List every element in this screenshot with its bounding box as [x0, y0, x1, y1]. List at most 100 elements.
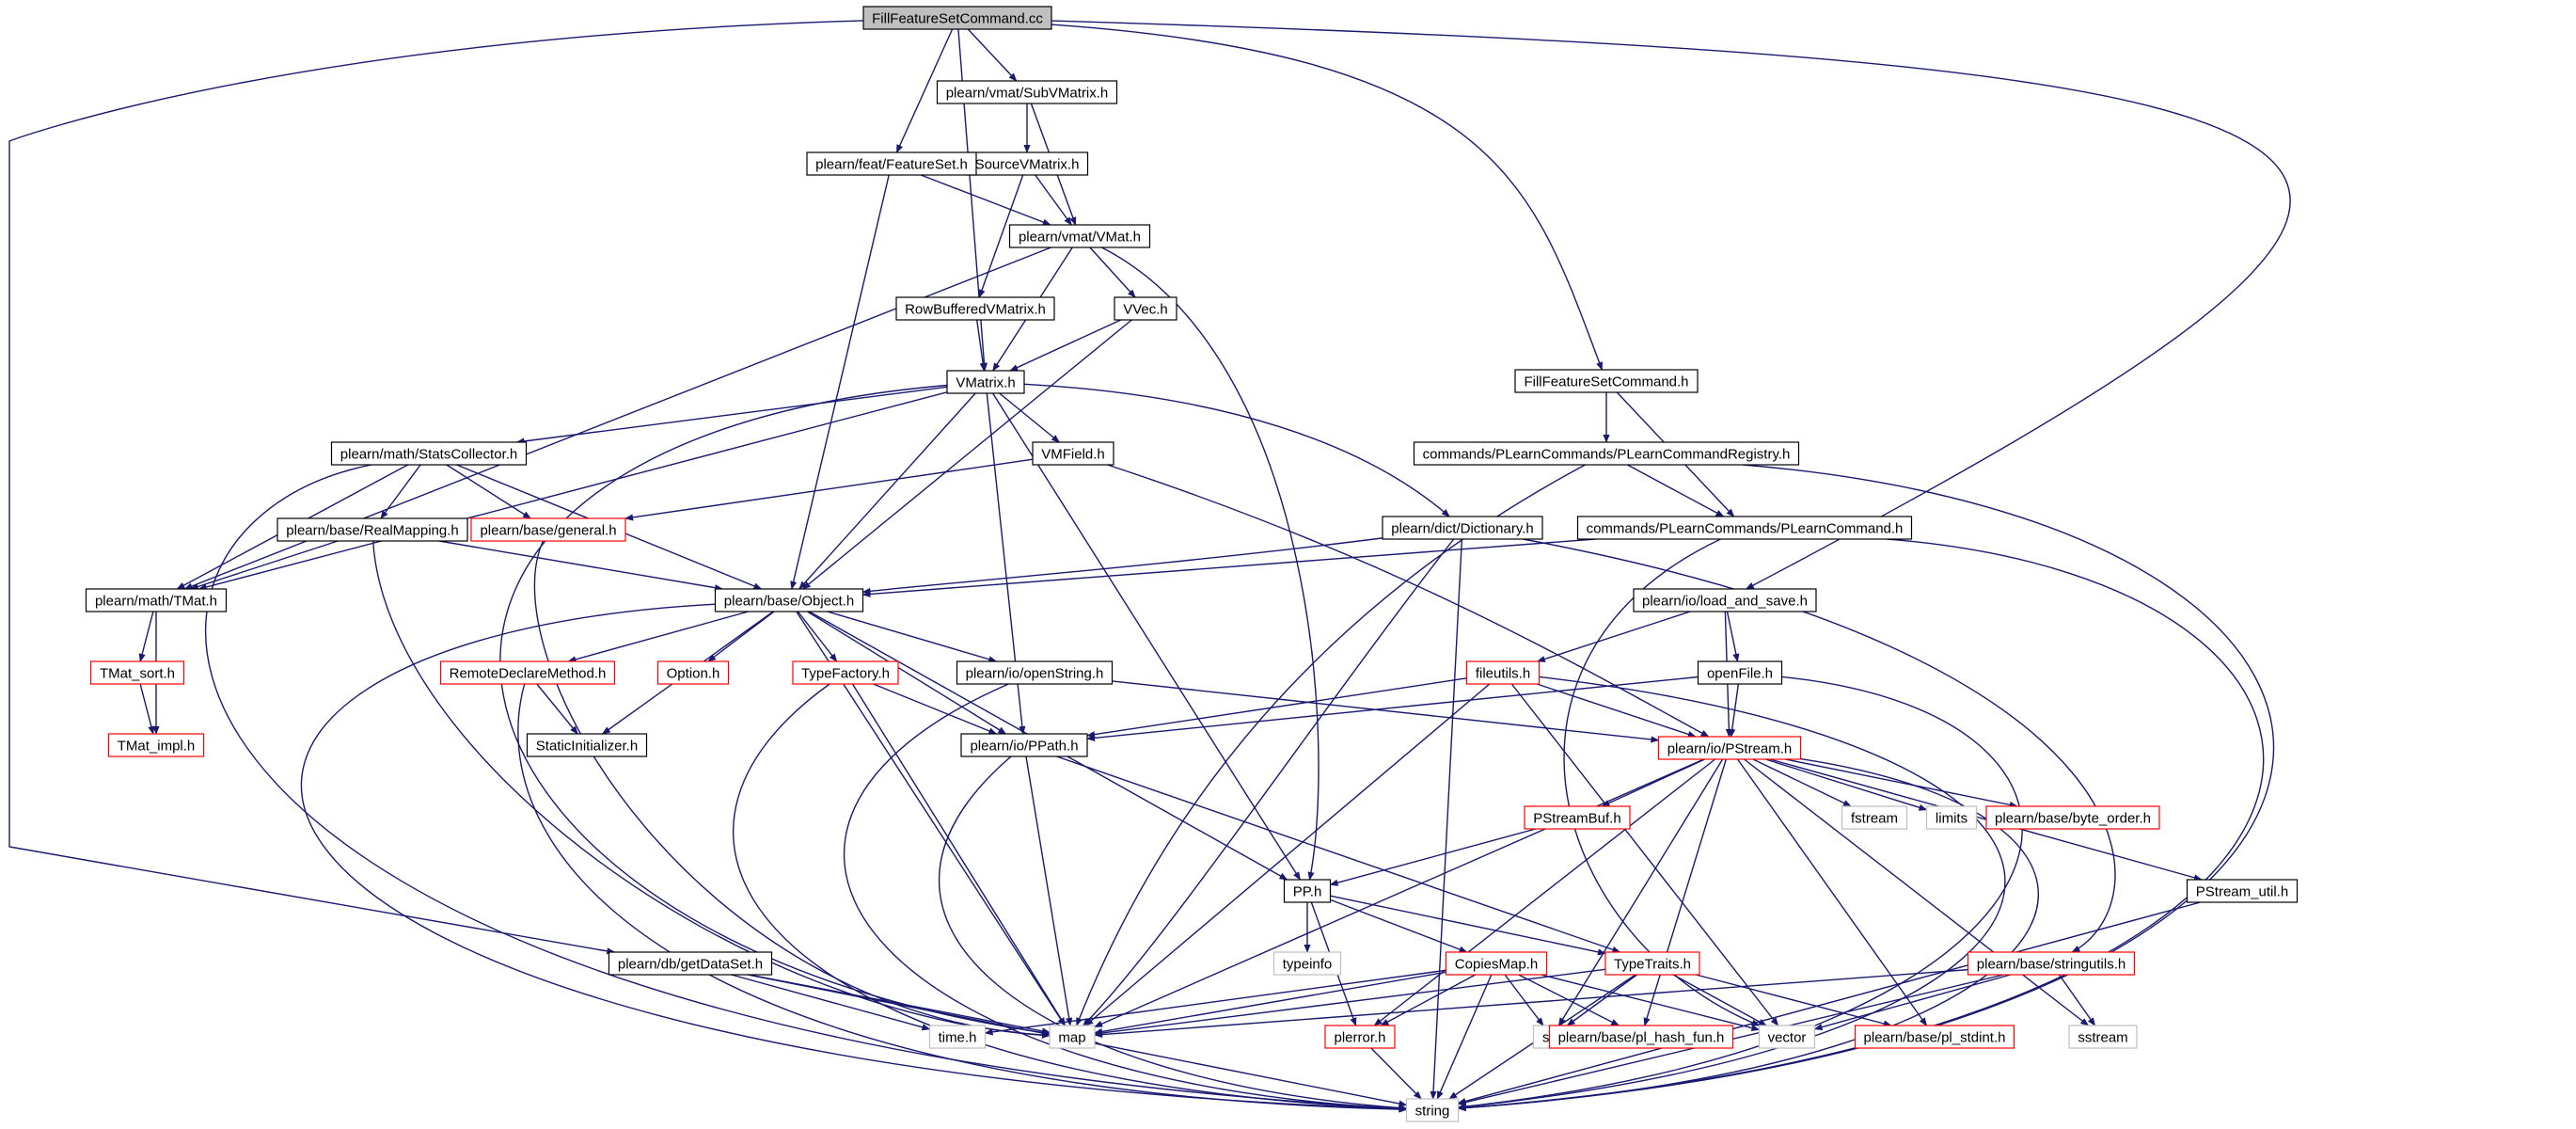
node-box-sourcevmatrix[interactable]	[965, 151, 1089, 176]
node-subvmatrix[interactable]: plearn/vmat/SubVMatrix.h	[936, 80, 1118, 104]
node-stringutils[interactable]: plearn/base/stringutils.h	[1967, 951, 2136, 976]
node-getdataset[interactable]: plearn/db/getDataSet.h	[608, 951, 773, 976]
node-box-general[interactable]	[470, 517, 626, 542]
node-box-vmat[interactable]	[1008, 224, 1151, 248]
node-box-dictionary[interactable]	[1382, 516, 1543, 540]
node-box-option[interactable]	[656, 660, 730, 685]
node-box-loadsave[interactable]	[1633, 588, 1817, 612]
node-rowbuffered[interactable]: RowBufferedVMatrix.h	[895, 296, 1055, 321]
node-vvec[interactable]: VVec.h	[1114, 296, 1177, 321]
node-box-pstreambuf[interactable]	[1524, 805, 1631, 830]
node-object[interactable]: plearn/base/Object.h	[714, 588, 864, 612]
node-box-registry[interactable]	[1413, 441, 1800, 466]
node-box-pstreamutil[interactable]	[2186, 879, 2299, 903]
node-box-openstring[interactable]	[956, 660, 1114, 685]
node-pstream[interactable]: plearn/io/PStream.h	[1657, 736, 1802, 760]
node-box-string[interactable]	[1405, 1098, 1460, 1122]
node-box-pstream[interactable]	[1657, 736, 1802, 760]
node-sstream[interactable]: sstream	[2068, 1025, 2138, 1049]
node-box-byteorder[interactable]	[1985, 805, 2160, 830]
node-fileutils[interactable]: fileutils.h	[1465, 660, 1541, 685]
node-box-tmatimpl[interactable]	[107, 733, 205, 757]
node-box-sstream[interactable]	[2068, 1025, 2138, 1049]
node-timeh[interactable]: time.h	[928, 1025, 987, 1049]
node-box-fstream[interactable]	[1841, 805, 1908, 830]
node-hashfun[interactable]: plearn/base/pl_hash_fun.h	[1548, 1025, 1734, 1049]
node-box-plearncommand[interactable]	[1576, 516, 1913, 540]
node-box-root[interactable]	[862, 6, 1052, 30]
node-featureset[interactable]: plearn/feat/FeatureSet.h	[806, 151, 977, 176]
node-box-object[interactable]	[714, 588, 864, 612]
node-vector[interactable]: vector	[1758, 1025, 1816, 1049]
node-box-vector[interactable]	[1758, 1025, 1816, 1049]
node-box-tmat[interactable]	[85, 588, 228, 612]
node-plearncommand[interactable]: commands/PLearnCommands/PLearnCommand.h	[1576, 516, 1913, 540]
node-box-limits[interactable]	[1925, 805, 1978, 830]
node-dictionary[interactable]: plearn/dict/Dictionary.h	[1382, 516, 1543, 540]
node-box-typeinfo[interactable]	[1272, 951, 1342, 976]
node-ppath[interactable]: plearn/io/PPath.h	[960, 733, 1088, 757]
node-label-openfile: openFile.h	[1707, 666, 1773, 682]
node-pstreambuf[interactable]: PStreamBuf.h	[1524, 805, 1631, 830]
node-realmapping[interactable]: plearn/base/RealMapping.h	[277, 517, 468, 542]
node-box-staticinit[interactable]	[526, 733, 648, 757]
node-box-copiesmap[interactable]	[1445, 951, 1548, 976]
node-loadsave[interactable]: plearn/io/load_and_save.h	[1633, 588, 1817, 612]
node-remotedeclare[interactable]: RemoteDeclareMethod.h	[439, 660, 616, 685]
node-stdint[interactable]: plearn/base/pl_stdint.h	[1854, 1025, 2015, 1049]
node-box-statscollector[interactable]	[330, 441, 528, 466]
node-box-stringutils[interactable]	[1967, 951, 2136, 976]
node-box-hashfun[interactable]	[1548, 1025, 1734, 1049]
node-box-fileutils[interactable]	[1465, 660, 1541, 685]
node-tmatimpl[interactable]: TMat_impl.h	[107, 733, 205, 757]
node-box-stdint[interactable]	[1854, 1025, 2015, 1049]
node-box-timeh[interactable]	[928, 1025, 987, 1049]
node-registry[interactable]: commands/PLearnCommands/PLearnCommandReg…	[1413, 441, 1800, 466]
node-typefactory[interactable]: TypeFactory.h	[792, 660, 899, 685]
node-vmatrix[interactable]: VMatrix.h	[946, 370, 1025, 394]
node-typeinfo[interactable]: typeinfo	[1272, 951, 1342, 976]
node-pstreamutil[interactable]: PStream_util.h	[2186, 879, 2299, 903]
node-box-vvec[interactable]	[1114, 296, 1177, 321]
node-box-fillfsh[interactable]	[1514, 369, 1699, 393]
node-box-featureset[interactable]	[806, 151, 977, 176]
node-pp[interactable]: PP.h	[1283, 879, 1332, 903]
node-vmat[interactable]: plearn/vmat/VMat.h	[1008, 224, 1151, 248]
node-box-typetraits[interactable]	[1604, 951, 1700, 976]
node-box-tmatsort[interactable]	[89, 660, 185, 685]
node-box-ppath[interactable]	[960, 733, 1088, 757]
node-plerror[interactable]: plerror.h	[1324, 1025, 1396, 1049]
node-string[interactable]: string	[1405, 1098, 1460, 1122]
node-fstream[interactable]: fstream	[1841, 805, 1908, 830]
node-label-fileutils: fileutils.h	[1476, 666, 1530, 682]
node-general[interactable]: plearn/base/general.h	[470, 517, 626, 542]
node-tmatsort[interactable]: TMat_sort.h	[89, 660, 185, 685]
node-map[interactable]: map	[1049, 1025, 1096, 1049]
node-box-rowbuffered[interactable]	[895, 296, 1055, 321]
node-box-realmapping[interactable]	[277, 517, 468, 542]
node-copiesmap[interactable]: CopiesMap.h	[1445, 951, 1548, 976]
node-box-remotedeclare[interactable]	[439, 660, 616, 685]
node-box-pp[interactable]	[1283, 879, 1332, 903]
node-tmat[interactable]: plearn/math/TMat.h	[85, 588, 228, 612]
node-typetraits[interactable]: TypeTraits.h	[1604, 951, 1700, 976]
node-box-plerror[interactable]	[1324, 1025, 1396, 1049]
node-box-typefactory[interactable]	[792, 660, 899, 685]
node-byteorder[interactable]: plearn/base/byte_order.h	[1985, 805, 2160, 830]
node-box-getdataset[interactable]	[608, 951, 773, 976]
node-openstring[interactable]: plearn/io/openString.h	[956, 660, 1114, 685]
node-sourcevmatrix[interactable]: SourceVMatrix.h	[965, 151, 1089, 176]
node-box-map[interactable]	[1049, 1025, 1096, 1049]
node-staticinit[interactable]: StaticInitializer.h	[526, 733, 648, 757]
node-option[interactable]: Option.h	[656, 660, 730, 685]
node-statscollector[interactable]: plearn/math/StatsCollector.h	[330, 441, 528, 466]
node-box-openfile[interactable]	[1697, 660, 1783, 685]
node-root[interactable]: FillFeatureSetCommand.cc	[862, 6, 1052, 30]
node-limits[interactable]: limits	[1925, 805, 1978, 830]
node-fillfsh[interactable]: FillFeatureSetCommand.h	[1514, 369, 1699, 393]
node-openfile[interactable]: openFile.h	[1697, 660, 1783, 685]
node-box-vmfield[interactable]	[1032, 441, 1114, 466]
node-vmfield[interactable]: VMField.h	[1032, 441, 1114, 466]
node-box-subvmatrix[interactable]	[936, 80, 1118, 104]
node-box-vmatrix[interactable]	[946, 370, 1025, 394]
